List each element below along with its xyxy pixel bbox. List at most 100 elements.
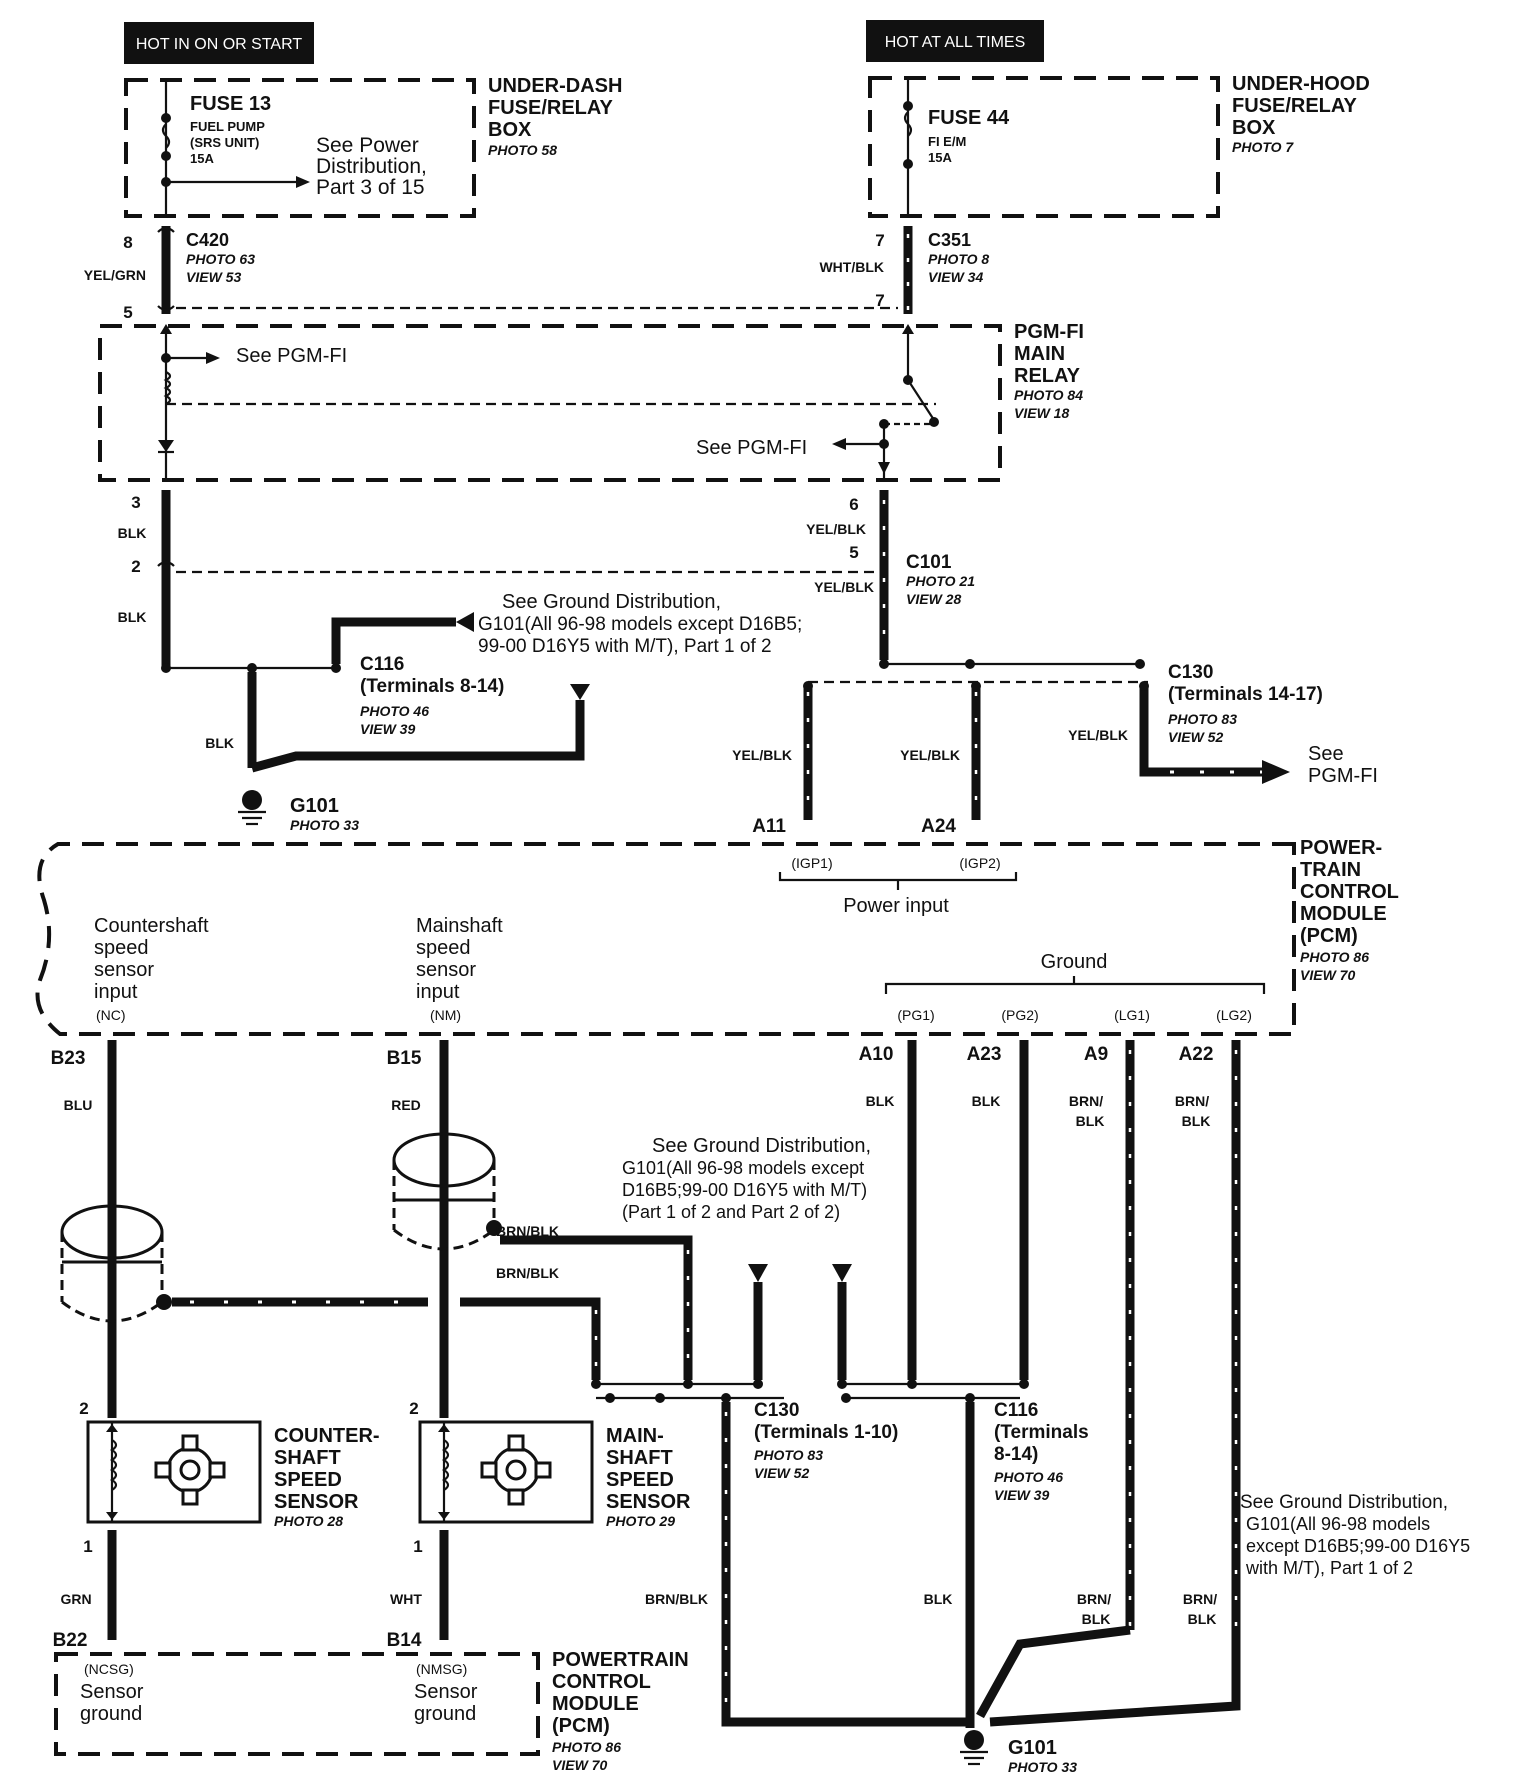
brnblk3-label-1: BRN/ [1077,1591,1111,1607]
c130-low-view: VIEW 52 [754,1465,809,1481]
countershaft-sensor-icon [154,1434,226,1506]
svg-text:VIEW 18: VIEW 18 [1014,405,1069,421]
see-power-3: Part 3 of 15 [316,176,425,199]
c420-pin-5: 5 [123,303,132,322]
svg-text:CONTROL: CONTROL [552,1671,651,1693]
sensor-ground-1a: Sensor [80,1681,144,1703]
svg-text:(Part 1 of 2 and Part 2 of 2): (Part 1 of 2 and Part 2 of 2) [622,1202,840,1222]
c420-pin-8: 8 [123,233,132,252]
sensor-ground-2a: Sensor [414,1681,478,1703]
blk-label-2: BLK [118,609,147,625]
svg-text:RELAY: RELAY [1014,365,1081,387]
relay-see-pgm-fi-2: See PGM-FI [696,437,807,459]
svg-text:G101(All 96-98 models: G101(All 96-98 models [1246,1514,1430,1534]
svg-text:POWER-: POWER- [1300,837,1382,859]
svg-text:PHOTO 58: PHOTO 58 [488,142,557,158]
igp1-wire-label: YEL/BLK [732,747,792,763]
c116-top-label: C116 [360,654,404,675]
svg-text:(PCM): (PCM) [552,1715,610,1737]
svg-text:MODULE: MODULE [552,1693,639,1715]
brnblk-c-label: BRN/BLK [645,1591,708,1607]
c351-pin-7b: 7 [875,291,884,310]
ncsg-code: (NCSG) [84,1661,134,1677]
c351-photo: PHOTO 8 [928,251,989,267]
pin-a24: A24 [921,816,956,837]
ground-note-2: See Ground Distribution, G101(All 96-98 … [622,1135,871,1222]
wht-label: WHT [390,1591,422,1607]
svg-text:BOX: BOX [488,119,532,141]
pin-3: 3 [131,493,140,512]
svg-text:speed: speed [416,937,471,959]
svg-text:POWERTRAIN: POWERTRAIN [552,1649,689,1671]
c101-pin-5: 5 [849,543,858,562]
svg-text:(PCM): (PCM) [1300,925,1358,947]
svg-text:Countershaft: Countershaft [94,915,209,937]
pcm-box [35,842,1296,1036]
svg-text:BOX: BOX [1232,117,1276,139]
c101-wire-2: YEL/BLK [814,579,874,595]
relay-title: PGM-FI MAIN RELAY PHOTO 84 VIEW 18 [1014,321,1084,421]
brnblk4-label-1: BRN/ [1183,1591,1217,1607]
c351-label: C351 [928,230,971,250]
c130-low-label: C130 [754,1400,799,1421]
c101-label: C101 [906,552,952,573]
pg1-code: (PG1) [897,1007,934,1023]
c101-wire-1: YEL/BLK [806,521,866,537]
svg-text:sensor: sensor [416,959,476,981]
blk-label-3: BLK [205,735,234,751]
ignition-header-box [124,22,314,64]
c116-low-terms-2: 8-14) [994,1444,1038,1465]
c130-low-photo: PHOTO 83 [754,1447,823,1463]
pin-2: 2 [131,557,140,576]
c101-photo: PHOTO 21 [906,573,975,589]
fuse13-desc-2: (SRS UNIT) [190,135,259,150]
brnblk2-label-1: BRN/ [1175,1093,1209,1109]
svg-text:SHAFT: SHAFT [274,1447,341,1469]
red-label: RED [391,1097,421,1113]
brnblk2-label-2: BLK [1182,1113,1211,1129]
see-power-2: Distribution, [316,155,427,178]
c116-top-terms: (Terminals 8-14) [360,676,504,697]
pin-a23: A23 [967,1044,1002,1065]
pin-a22: A22 [1179,1044,1214,1065]
pin-a10: A10 [859,1044,894,1065]
c420-label: C420 [186,230,229,250]
nmsg-code: (NMSG) [416,1661,467,1677]
fuse13-desc-3: 15A [190,151,214,166]
svg-text:VIEW 70: VIEW 70 [1300,967,1355,983]
svg-text:UNDER-DASH: UNDER-DASH [488,75,622,97]
svg-text:PHOTO 86: PHOTO 86 [1300,949,1369,965]
pg2-code: (PG2) [1001,1007,1038,1023]
fuse13-label: FUSE 13 [190,93,271,115]
g101-low-photo: PHOTO 33 [1008,1759,1077,1775]
c130-low-terms: (Terminals 1-10) [754,1422,898,1443]
countershaft-sensor-box [86,1420,262,1524]
ground-note-3: See Ground Distribution, G101(All 96-98 … [1240,1492,1470,1578]
fuse44-desc-2: 15A [928,150,952,165]
relay-see-pgm-fi-1: See PGM-FI [236,345,347,367]
countershaft-input: Countershaft speed sensor input (NC) [94,915,209,1023]
brnblk-a-label: BRN/BLK [496,1223,559,1239]
brnblk1-label-2: BLK [1076,1113,1105,1129]
pcm-lower-title: POWERTRAIN CONTROL MODULE (PCM) PHOTO 86… [552,1649,689,1773]
under-dash-box [124,78,476,218]
svg-text:SHAFT: SHAFT [606,1447,673,1469]
c101-pin-6: 6 [849,495,858,514]
c116-low-photo: PHOTO 46 [994,1469,1063,1485]
ground-note-1: See Ground Distribution, G101(All 96-98 … [478,591,802,657]
fuse44-desc-1: FI E/M [928,134,966,149]
igp2-wire-label: YEL/BLK [900,747,960,763]
pin-a9: A9 [1084,1044,1108,1065]
fuse13-symbol [161,123,171,149]
svg-text:VIEW 70: VIEW 70 [552,1757,607,1773]
c351-pin-7a: 7 [875,231,884,250]
svg-text:D16B5;99-00 D16Y5 with M/T): D16B5;99-00 D16Y5 with M/T) [622,1180,867,1200]
svg-text:Mainshaft: Mainshaft [416,915,503,937]
fuse13-desc-1: FUEL PUMP [190,119,265,134]
pcm-title: POWER- TRAIN CONTROL MODULE (PCM) PHOTO … [1300,837,1399,983]
svg-text:G101(All 96-98 models except D: G101(All 96-98 models except D16B5; [478,614,802,635]
svg-text:CONTROL: CONTROL [1300,881,1399,903]
svg-text:SPEED: SPEED [274,1469,342,1491]
svg-text:99-00 D16Y5 with M/T), Part 1: 99-00 D16Y5 with M/T), Part 1 of 2 [478,636,772,657]
